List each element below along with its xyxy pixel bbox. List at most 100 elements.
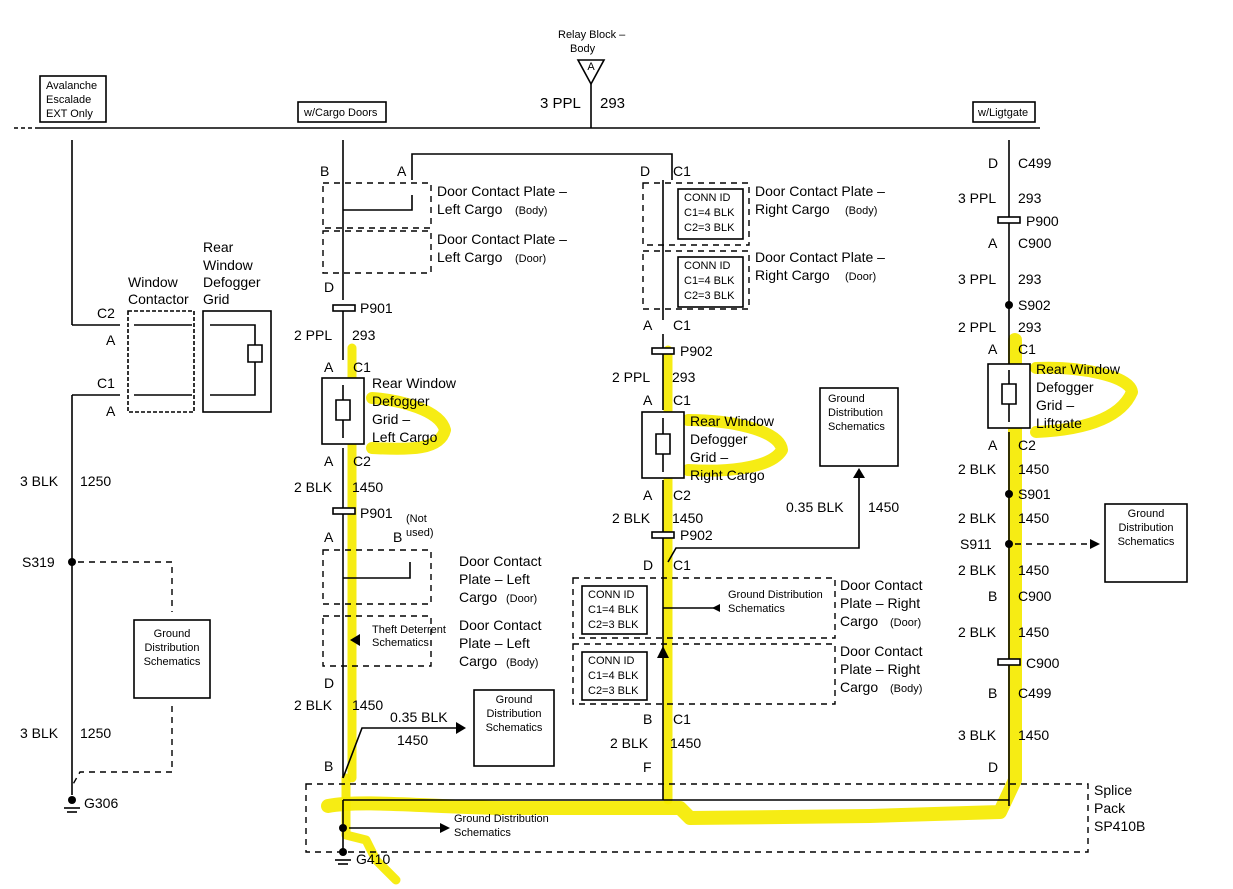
relay-wire-size: 3 PPL xyxy=(540,95,581,112)
diagram-label: Door Contact Plate – xyxy=(755,183,885,199)
diagram-label: (Door) xyxy=(845,271,876,283)
diagram-label: Avalanche xyxy=(46,80,97,92)
diagram-label: A xyxy=(643,317,653,333)
diagram-label: C2=3 BLK xyxy=(684,290,735,302)
diagram-label: C1=4 BLK xyxy=(588,604,639,616)
diagram-label: SP410B xyxy=(1094,818,1145,834)
diagram-label: Distribution xyxy=(144,642,199,654)
diagram-label: Schematics xyxy=(454,827,511,839)
diagram-label: S911 xyxy=(960,536,992,552)
diagram-label: C1 xyxy=(673,392,691,408)
diagram-label: A xyxy=(106,403,116,419)
diagram-label: Ground Distribution xyxy=(454,813,549,825)
diagram-label: w/Ligtgate xyxy=(977,107,1028,119)
diagram-label: Schematics xyxy=(144,656,201,668)
diagram-label: Theft Deterrent xyxy=(372,624,446,636)
diagram-label: Ground Distribution xyxy=(728,589,823,601)
diagram-label: D xyxy=(988,759,998,775)
diagram-label: C1 xyxy=(673,317,691,333)
diagram-label: C499 xyxy=(1018,685,1052,701)
diagram-label: 293 xyxy=(352,327,376,343)
relay-subtitle: Body xyxy=(570,43,596,55)
diagram-label: C2 xyxy=(353,453,371,469)
diagram-label: Door Contact Plate – xyxy=(437,183,567,199)
cargo-left-column: B A Door Contact Plate – Left Cargo (Bod… xyxy=(294,140,673,779)
diagram-label: EXT Only xyxy=(46,108,93,120)
window-contactor-box xyxy=(127,310,195,413)
diagram-label: C900 xyxy=(1018,235,1052,251)
diagram-label: 3 PPL xyxy=(958,190,996,206)
diagram-label: 1250 xyxy=(80,473,111,489)
diagram-label: 1450 xyxy=(352,479,383,495)
diagram-label: A xyxy=(988,235,998,251)
diagram-label: P901 xyxy=(360,505,393,521)
diagram-label: 1450 xyxy=(1018,510,1049,526)
diagram-label: Plate – Left xyxy=(459,635,530,651)
diagram-label: C2 xyxy=(673,487,691,503)
diagram-label: 1450 xyxy=(1018,727,1049,743)
ground-g410: G410 xyxy=(356,851,390,867)
diagram-label: D xyxy=(324,279,334,295)
diagram-label: 2 BLK xyxy=(958,510,997,526)
diagram-label: w/Cargo Doors xyxy=(303,107,378,119)
diagram-label: A xyxy=(397,163,407,179)
diagram-label: Splice xyxy=(1094,782,1132,798)
diagram-label: Door Contact Plate – xyxy=(755,249,885,265)
diagram-label: 2 PPL xyxy=(612,369,650,385)
diagram-label: Ground xyxy=(496,694,533,706)
diagram-label: Schematics xyxy=(372,637,429,649)
diagram-label: 2 BLK xyxy=(294,479,333,495)
diagram-label: P900 xyxy=(1026,213,1059,229)
relay-title: Relay Block – xyxy=(558,29,626,41)
diagram-label: B xyxy=(643,711,652,727)
diagram-label: 1450 xyxy=(868,499,899,515)
diagram-label: Schematics xyxy=(828,421,885,433)
conn-id-box xyxy=(677,188,744,240)
diagram-label: B xyxy=(320,163,329,179)
diagram-label: A xyxy=(643,487,653,503)
diagram-label: C2=3 BLK xyxy=(588,619,639,631)
diagram-label: (Body) xyxy=(845,205,877,217)
splice-s319: S319 xyxy=(22,554,55,570)
diagram-label: Cargo xyxy=(459,589,497,605)
diagram-label: Left Cargo xyxy=(437,201,503,217)
diagram-label: Distribution xyxy=(1118,522,1173,534)
relay-letter: A xyxy=(587,61,595,73)
diagram-label: P902 xyxy=(680,343,713,359)
diagram-label: Contactor xyxy=(128,291,189,307)
diagram-label: Grid xyxy=(203,291,229,307)
diagram-label: Rear Window xyxy=(1036,361,1121,377)
diagram-label: A xyxy=(324,529,334,545)
diagram-label: P902 xyxy=(680,527,713,543)
diagram-label: Schematics xyxy=(1118,536,1175,548)
diagram-label: Left Cargo xyxy=(437,249,503,265)
diagram-label: A xyxy=(988,437,998,453)
diagram-label: Distribution xyxy=(828,407,883,419)
diagram-label: Plate – Right xyxy=(840,661,920,677)
diagram-label: 3 PPL xyxy=(958,271,996,287)
diagram-label: (Body) xyxy=(890,683,922,695)
diagram-label: (Not xyxy=(406,513,427,525)
diagram-label: A xyxy=(106,332,116,348)
diagram-label: 2 BLK xyxy=(612,510,651,526)
diagram-label: 2 BLK xyxy=(294,697,333,713)
diagram-label: 2 BLK xyxy=(958,624,997,640)
diagram-label: Ground xyxy=(154,628,191,640)
diagram-label: C1=4 BLK xyxy=(684,275,735,287)
diagram-label: C1 xyxy=(673,557,691,573)
diagram-label: 1450 xyxy=(352,697,383,713)
diagram-label: Grid – xyxy=(1036,397,1074,413)
diagram-label: Ground xyxy=(828,393,865,405)
diagram-label: Door Contact xyxy=(840,577,923,593)
diagram-label: D xyxy=(643,557,653,573)
diagram-label: C900 xyxy=(1018,588,1052,604)
diagram-label: Right Cargo xyxy=(755,267,830,283)
diagram-label: F xyxy=(643,759,652,775)
diagram-label: Defogger xyxy=(372,393,430,409)
diagram-label: (Body) xyxy=(515,205,547,217)
diagram-label: (Door) xyxy=(515,253,546,265)
diagram-label: P901 xyxy=(360,300,393,316)
diagram-label: C1 xyxy=(1018,341,1036,357)
diagram-label: 1450 xyxy=(1018,562,1049,578)
diagram-label: 2 BLK xyxy=(958,562,997,578)
